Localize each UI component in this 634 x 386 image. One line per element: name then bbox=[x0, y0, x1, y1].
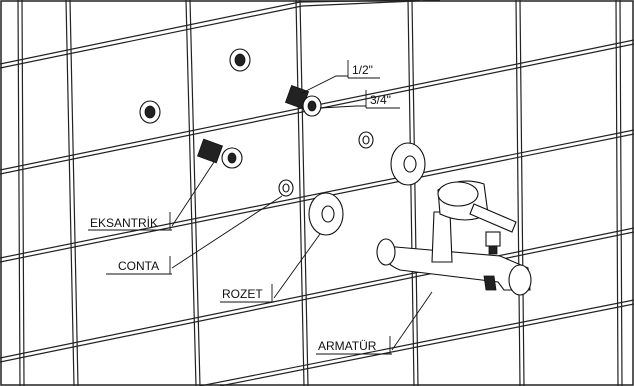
label-half-inch: 1/2" bbox=[299, 60, 380, 95]
svg-text:ARMATÜR: ARMATÜR bbox=[318, 339, 377, 353]
wall-pipe-right bbox=[229, 48, 251, 72]
gasket-upper bbox=[358, 131, 374, 149]
eccentric-fitting-lower bbox=[197, 138, 243, 169]
label-eccentric: EKSANTRİK bbox=[88, 161, 215, 231]
wall-pipe-left bbox=[139, 100, 161, 124]
svg-text:1/2": 1/2" bbox=[352, 63, 373, 77]
svg-text:EKSANTRİK: EKSANTRİK bbox=[90, 216, 158, 230]
svg-text:ROZET: ROZET bbox=[222, 287, 263, 301]
rosette-lower bbox=[308, 192, 344, 236]
gasket-lower bbox=[278, 179, 294, 197]
svg-text:3/4": 3/4" bbox=[370, 93, 391, 107]
svg-text:CONTA: CONTA bbox=[118, 259, 159, 273]
label-gasket: CONTA bbox=[106, 195, 283, 275]
label-three-quarter-inch: 3/4" bbox=[319, 90, 400, 109]
faucet-body bbox=[376, 180, 532, 296]
eccentric-fitting-upper bbox=[284, 84, 322, 117]
label-rosette: ROZET bbox=[220, 233, 321, 303]
label-faucet: ARMATÜR bbox=[316, 291, 433, 355]
rosette-upper bbox=[390, 142, 426, 186]
